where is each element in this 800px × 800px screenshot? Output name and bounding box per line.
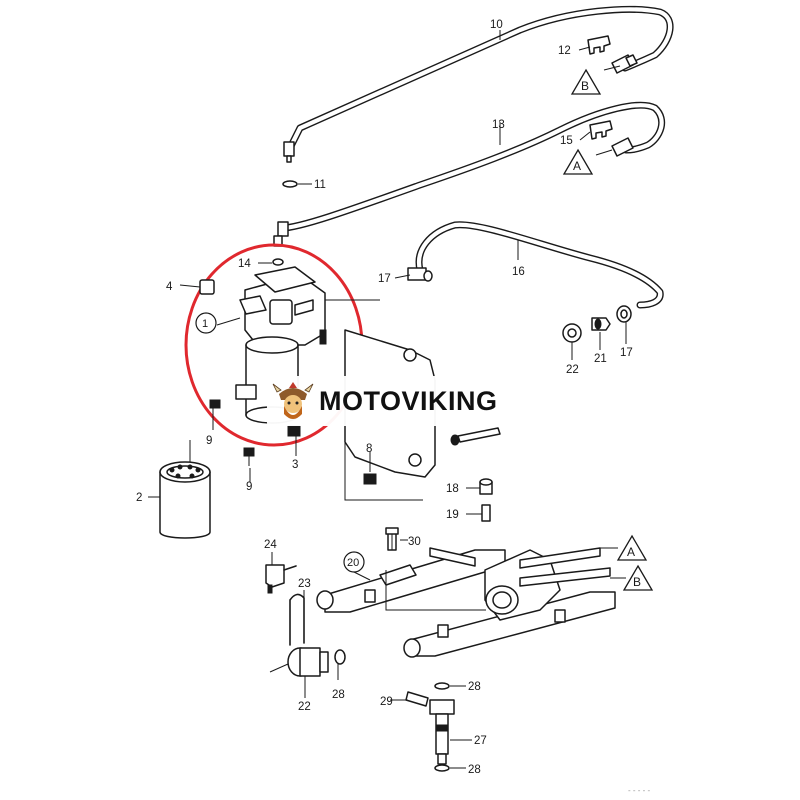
screw-30: [385, 527, 399, 550]
clip-29: [405, 691, 429, 707]
label-23: 19: [446, 509, 459, 521]
fuel-line-14: [277, 101, 666, 237]
part-labels: 10 12 13 15 11 14 4 16 17 22 21 17 9 3 8…: [136, 19, 633, 776]
fuel-filter-2: [159, 440, 211, 539]
bolt-right: [450, 427, 501, 446]
label-24: 22: [298, 701, 311, 713]
seal-12: [282, 180, 298, 188]
label-28b: 28: [468, 681, 481, 693]
label-28c: 28: [468, 764, 481, 776]
svg-text:1: 1: [202, 318, 208, 330]
nipple-20: [562, 323, 582, 343]
label-18a: 17: [378, 273, 391, 285]
union-19: [591, 317, 611, 331]
label-30: 30: [408, 536, 421, 548]
label-9: 9: [246, 481, 252, 493]
label-20: 22: [566, 364, 579, 376]
label-8: 8: [366, 443, 372, 455]
label-15: 14: [238, 258, 251, 270]
viking-logo-icon: [272, 382, 314, 419]
pressure-regulator-24: [269, 647, 329, 677]
marker-A-top: A: [562, 148, 594, 175]
nut-3: [287, 425, 301, 437]
fuel-line-11: [283, 5, 674, 163]
o-ring-28b: [434, 682, 450, 690]
label-16: 15: [560, 135, 573, 147]
valve-23: [481, 504, 491, 522]
label-10: 9: [206, 435, 212, 447]
label-4: 4: [166, 281, 173, 293]
o-ring-28c: [434, 764, 450, 772]
leader-lines: [148, 30, 627, 769]
screw-8: [363, 473, 377, 485]
label-17: 16: [512, 266, 525, 278]
svg-text:A: A: [573, 159, 581, 173]
banjo-15: [272, 235, 284, 266]
clip-25: [289, 593, 305, 646]
label-13: 12: [558, 45, 571, 57]
label-19: 21: [594, 353, 607, 365]
label-27: 27: [474, 735, 487, 747]
callout-1: 1: [195, 312, 217, 334]
marker-B-bottom: B: [622, 564, 654, 591]
label-28a: 28: [332, 689, 345, 701]
clip-16: [589, 120, 613, 140]
svg-text:A: A: [627, 545, 635, 559]
label-25: 23: [298, 578, 311, 590]
cap-22: [479, 478, 493, 495]
label-12: 11: [314, 179, 326, 191]
clamp-18b: [616, 305, 632, 323]
label-14: 13: [492, 119, 505, 131]
svg-text:B: B: [633, 575, 641, 589]
marker-B-top: B: [570, 68, 602, 95]
label-3: 3: [292, 459, 298, 471]
label-26: 24: [264, 539, 277, 551]
svg-text:B: B: [581, 79, 589, 93]
svg-text:20: 20: [347, 557, 359, 569]
brand-name: MOTOVIKING: [319, 385, 498, 416]
footer-reference: - - - - -: [628, 786, 651, 795]
sensor-26: [265, 564, 297, 594]
callout-21: 20: [343, 551, 365, 573]
injector-27: [429, 699, 455, 765]
fuel-rail: [316, 529, 616, 658]
label-18b: 17: [620, 347, 633, 359]
label-22: 18: [446, 483, 459, 495]
clip-13: [587, 35, 611, 55]
bolt-10: [209, 399, 221, 409]
label-2: 2: [136, 492, 142, 504]
fuel-line-17: [407, 221, 664, 309]
plug-4: [199, 279, 215, 295]
screw-9: [243, 447, 255, 466]
label-11: 10: [490, 19, 503, 31]
brand-watermark: MOTOVIKING: [267, 376, 535, 426]
label-29: 29: [380, 696, 393, 708]
marker-A-bottom: A: [616, 534, 648, 561]
o-ring-28a: [334, 649, 346, 665]
